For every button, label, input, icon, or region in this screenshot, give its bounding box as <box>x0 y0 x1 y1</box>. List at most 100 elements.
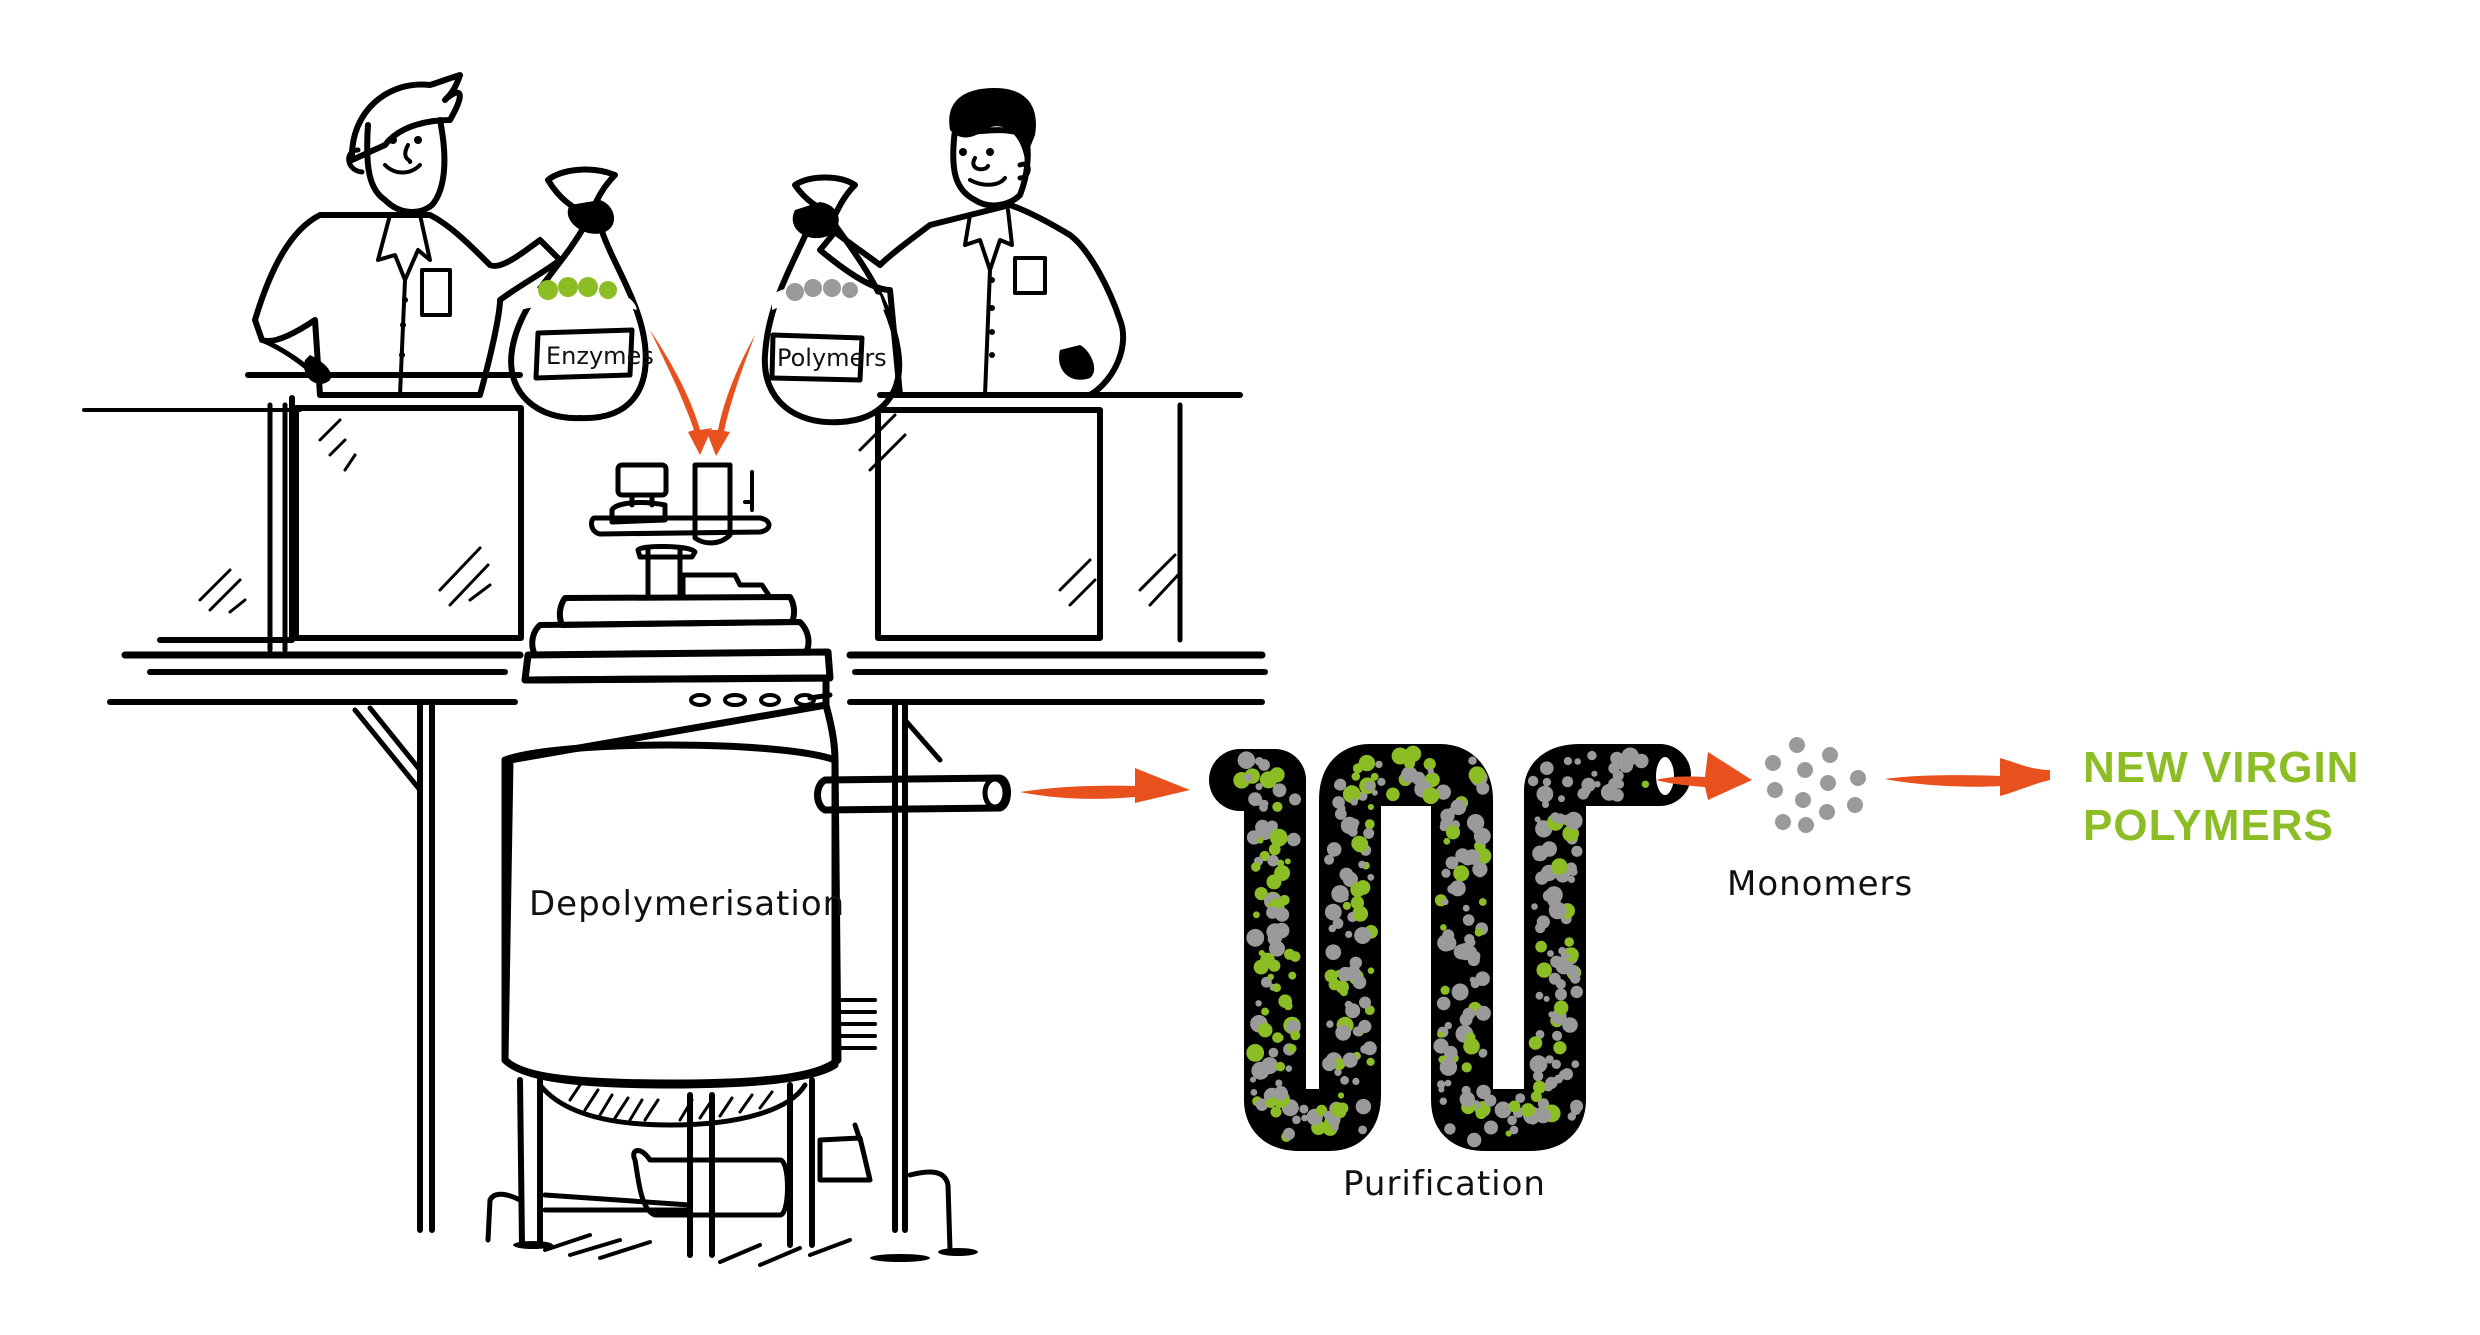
monomer-dot <box>1850 770 1866 786</box>
monomer-particle <box>1484 1094 1497 1107</box>
monomer-particle <box>1324 854 1335 865</box>
monomer-particle <box>1587 750 1597 761</box>
monomer-particle <box>1634 753 1649 769</box>
monomer-particle <box>1464 849 1480 865</box>
monomer-particle <box>1275 907 1290 922</box>
monomer-particle <box>1375 760 1383 769</box>
enzyme-particle <box>1351 772 1361 781</box>
monomer-particle <box>1563 953 1570 960</box>
monomer-particle <box>1542 777 1552 787</box>
output-title-line2: POLYMERS <box>2083 801 2334 850</box>
enzyme-particle <box>1422 787 1440 805</box>
enzyme-particle <box>1259 771 1278 789</box>
arrow-reactor-to-purification <box>1020 768 1190 803</box>
monomer-particle <box>1531 903 1538 910</box>
monomer-particle <box>1255 819 1270 835</box>
enzyme-particle <box>1551 858 1568 875</box>
monomer-particle <box>1444 1021 1453 1030</box>
monomer-particle <box>1550 955 1563 968</box>
monomer-particle <box>1287 832 1301 847</box>
enzyme-particle <box>1474 928 1484 937</box>
monomer-particle <box>1462 914 1475 926</box>
monomer-particle <box>1527 775 1539 787</box>
monomer-particle <box>1260 799 1269 808</box>
monomer-particle <box>1363 827 1375 839</box>
enzyme-particle <box>1520 1103 1535 1118</box>
monomer-particle <box>1468 756 1477 765</box>
enzyme-particle <box>1251 862 1261 872</box>
monomer-particle <box>1338 966 1353 982</box>
monomer-particle <box>1571 1060 1580 1068</box>
polymers-bag-label: Polymers <box>777 344 887 372</box>
monomer-particle <box>1326 1020 1334 1028</box>
enzyme-particle <box>1370 772 1379 781</box>
monomer-particle <box>1555 813 1566 825</box>
monomer-particle <box>1255 783 1263 791</box>
enzyme-particle <box>1324 969 1338 983</box>
enzyme-particle <box>1443 837 1451 845</box>
monomer-particle <box>1540 761 1554 775</box>
monomer-particle <box>1571 845 1583 857</box>
monomer-particle <box>1532 845 1548 862</box>
monomer-particle <box>1258 759 1270 771</box>
monomer-particle <box>1323 1110 1333 1120</box>
monomer-particle <box>1269 1063 1277 1071</box>
enzyme-particle <box>1265 1098 1276 1109</box>
monomer-particle <box>1342 1052 1358 1068</box>
monomer-particle <box>1268 1047 1279 1058</box>
monomer-dot <box>1797 762 1813 778</box>
monomer-particle <box>1444 1123 1456 1135</box>
enzyme-particle <box>1266 874 1282 890</box>
monomer-particle <box>1541 800 1550 809</box>
enzyme-particle <box>1554 1000 1569 1015</box>
enzyme-particle <box>1272 983 1281 993</box>
monomer-particle <box>1445 856 1459 870</box>
enzyme-particle <box>1331 1102 1346 1118</box>
monomer-particle <box>1580 785 1591 797</box>
monomer-particle <box>1462 904 1470 912</box>
left-platform <box>82 372 524 1233</box>
enzyme-particle <box>1404 745 1422 762</box>
monomer-particle <box>1439 1058 1458 1076</box>
monomer-particle <box>1444 1079 1452 1087</box>
monomer-particle <box>1285 1065 1293 1072</box>
monomer-particle <box>1547 950 1554 957</box>
monomer-particle <box>1453 944 1469 960</box>
enzyme-particle <box>1533 1080 1546 1094</box>
monomer-particle <box>1282 1127 1295 1140</box>
monomer-particle <box>1345 930 1353 939</box>
enzyme-particle <box>1287 1044 1297 1053</box>
monomer-particle <box>1411 771 1426 786</box>
monomer-particle <box>1570 1099 1584 1113</box>
monomer-particle <box>1237 751 1256 769</box>
enzyme-particle <box>1284 858 1291 865</box>
enzyme-particle <box>1386 787 1400 802</box>
monomer-dot <box>1765 755 1781 771</box>
monomer-particle <box>1509 1125 1519 1135</box>
enzyme-particle <box>1257 1022 1273 1038</box>
monomer-particle <box>1507 1115 1517 1126</box>
monomer-particle <box>1266 906 1279 919</box>
enzyme-particle <box>1440 924 1447 931</box>
monomer-particle <box>1475 1005 1491 1021</box>
depolymerisation-label: Depolymerisation <box>529 884 845 924</box>
enzyme-particle <box>1508 1100 1521 1113</box>
enzyme-particle <box>1440 985 1450 995</box>
monomer-particle <box>1377 777 1386 787</box>
monomer-particle <box>1332 918 1344 929</box>
enzyme-particle <box>1337 1092 1345 1099</box>
enzyme-particle <box>1275 1061 1286 1072</box>
monomer-particle <box>1326 842 1342 857</box>
monomer-particle <box>1476 781 1490 795</box>
enzyme-particle <box>1437 1031 1444 1038</box>
monomer-dot <box>1798 817 1814 833</box>
monomer-particle <box>1246 928 1265 947</box>
enzyme-particle <box>1475 1107 1487 1120</box>
monomer-particle <box>1436 996 1451 1011</box>
enzyme-particle <box>1260 952 1275 968</box>
monomer-particle <box>1515 1093 1526 1103</box>
monomer-particle <box>1562 776 1574 788</box>
monomer-particle <box>1324 903 1342 921</box>
enzyme-particle <box>1342 901 1351 910</box>
enzyme-particle <box>1270 1106 1282 1118</box>
